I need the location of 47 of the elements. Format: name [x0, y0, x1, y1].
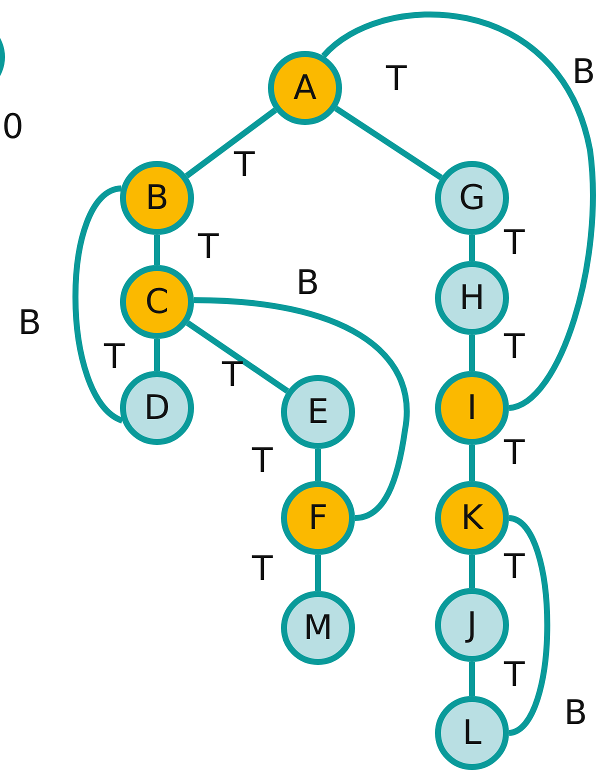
edge-label: B — [572, 55, 596, 89]
tree-edge — [315, 449, 321, 481]
edge-label: T — [198, 230, 219, 264]
tree-edge — [334, 106, 443, 180]
tree-edge — [469, 235, 475, 261]
node-label: A — [293, 71, 317, 105]
node-label: J — [466, 608, 478, 642]
tree-edge — [184, 108, 278, 178]
edge-label: T — [222, 358, 243, 392]
node-label: L — [462, 716, 482, 750]
node-label: B — [145, 181, 169, 215]
back-edge — [194, 297, 410, 521]
edge-label: T — [504, 436, 525, 470]
edge-label: T — [504, 658, 525, 692]
edge-label: T — [504, 330, 525, 364]
edge-label: T — [386, 62, 407, 96]
edge-label: T — [234, 148, 255, 182]
tree-edge — [154, 235, 160, 265]
edge-label: T — [104, 340, 125, 374]
node-label: G — [458, 181, 486, 215]
tree-edge — [469, 662, 475, 696]
back-edge — [72, 186, 124, 424]
edge-label: T — [252, 552, 273, 586]
edge-label: T — [504, 550, 525, 584]
tree-edge — [469, 445, 475, 481]
tree-edge — [469, 335, 475, 371]
node-label: D — [144, 391, 170, 425]
graph-node — [268, 51, 342, 125]
edge-label: T — [504, 226, 525, 260]
text-label: 0 — [2, 110, 24, 144]
tree-edge — [469, 555, 475, 588]
node-label: C — [145, 285, 169, 319]
node-label: F — [308, 501, 328, 535]
tree-edge — [315, 555, 321, 591]
node-label: M — [303, 611, 333, 645]
edge-label: B — [564, 696, 588, 730]
node-label: K — [460, 501, 484, 535]
tree-edge — [154, 339, 160, 371]
node-label: E — [307, 395, 329, 429]
node-label: I — [466, 391, 478, 425]
edge-label: B — [296, 266, 320, 300]
tree-edge — [186, 320, 290, 394]
back-edge — [508, 515, 550, 736]
edge-label: B — [18, 306, 42, 340]
edge-label: T — [252, 444, 273, 478]
back-edge — [321, 12, 596, 411]
node-label: H — [459, 281, 485, 315]
